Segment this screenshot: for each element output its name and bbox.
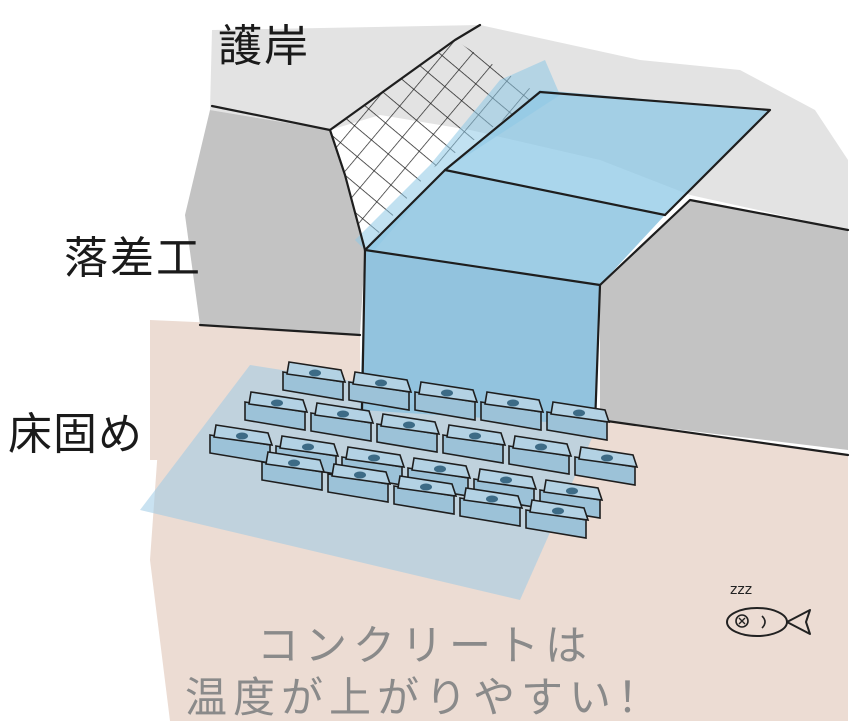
concrete-block [393, 475, 458, 515]
concrete-block [244, 391, 309, 431]
concrete-block [574, 446, 639, 486]
sleeping-fish-icon: zzz [726, 582, 811, 637]
concrete-block [546, 401, 611, 441]
label-revetment: 護岸 [218, 21, 310, 72]
water-upper-surface [445, 90, 770, 215]
drop-wall-left [185, 110, 365, 335]
concrete-block [348, 371, 413, 411]
concrete-block [327, 463, 392, 503]
water-fall-face [360, 250, 600, 425]
concrete-block [442, 424, 507, 464]
concrete-block [376, 413, 441, 453]
concrete-block [282, 361, 347, 401]
caption-line-2: 温度が上がりやすい！ [184, 673, 665, 722]
concrete-block [261, 451, 326, 491]
caption-line-1: コンクリートは [256, 621, 593, 670]
bed-protection-blocks [209, 361, 639, 539]
label-drop-structure: 落差工 [64, 233, 202, 284]
structure-outlines [198, 23, 850, 457]
sleep-mark: zzz [730, 582, 752, 598]
concrete-block [508, 435, 573, 475]
concrete-block [459, 487, 524, 527]
concrete-block [480, 391, 545, 431]
concrete-block [414, 381, 479, 421]
water-crest [365, 170, 665, 285]
label-bed-protection: 床固め [8, 409, 143, 460]
concrete-block [310, 402, 375, 442]
concrete-block [525, 499, 590, 539]
riverbed-left [150, 320, 195, 460]
drop-wall-right [600, 200, 848, 450]
water-over-mesh [355, 60, 560, 255]
